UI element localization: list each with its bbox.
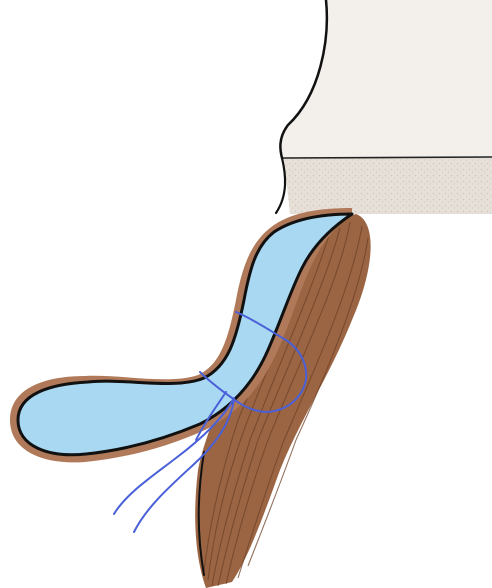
bone-marrow xyxy=(282,158,492,214)
bone-cortex xyxy=(280,0,492,158)
bone-marrow-outline xyxy=(276,158,285,213)
bone-cortex-boundary xyxy=(282,157,492,158)
